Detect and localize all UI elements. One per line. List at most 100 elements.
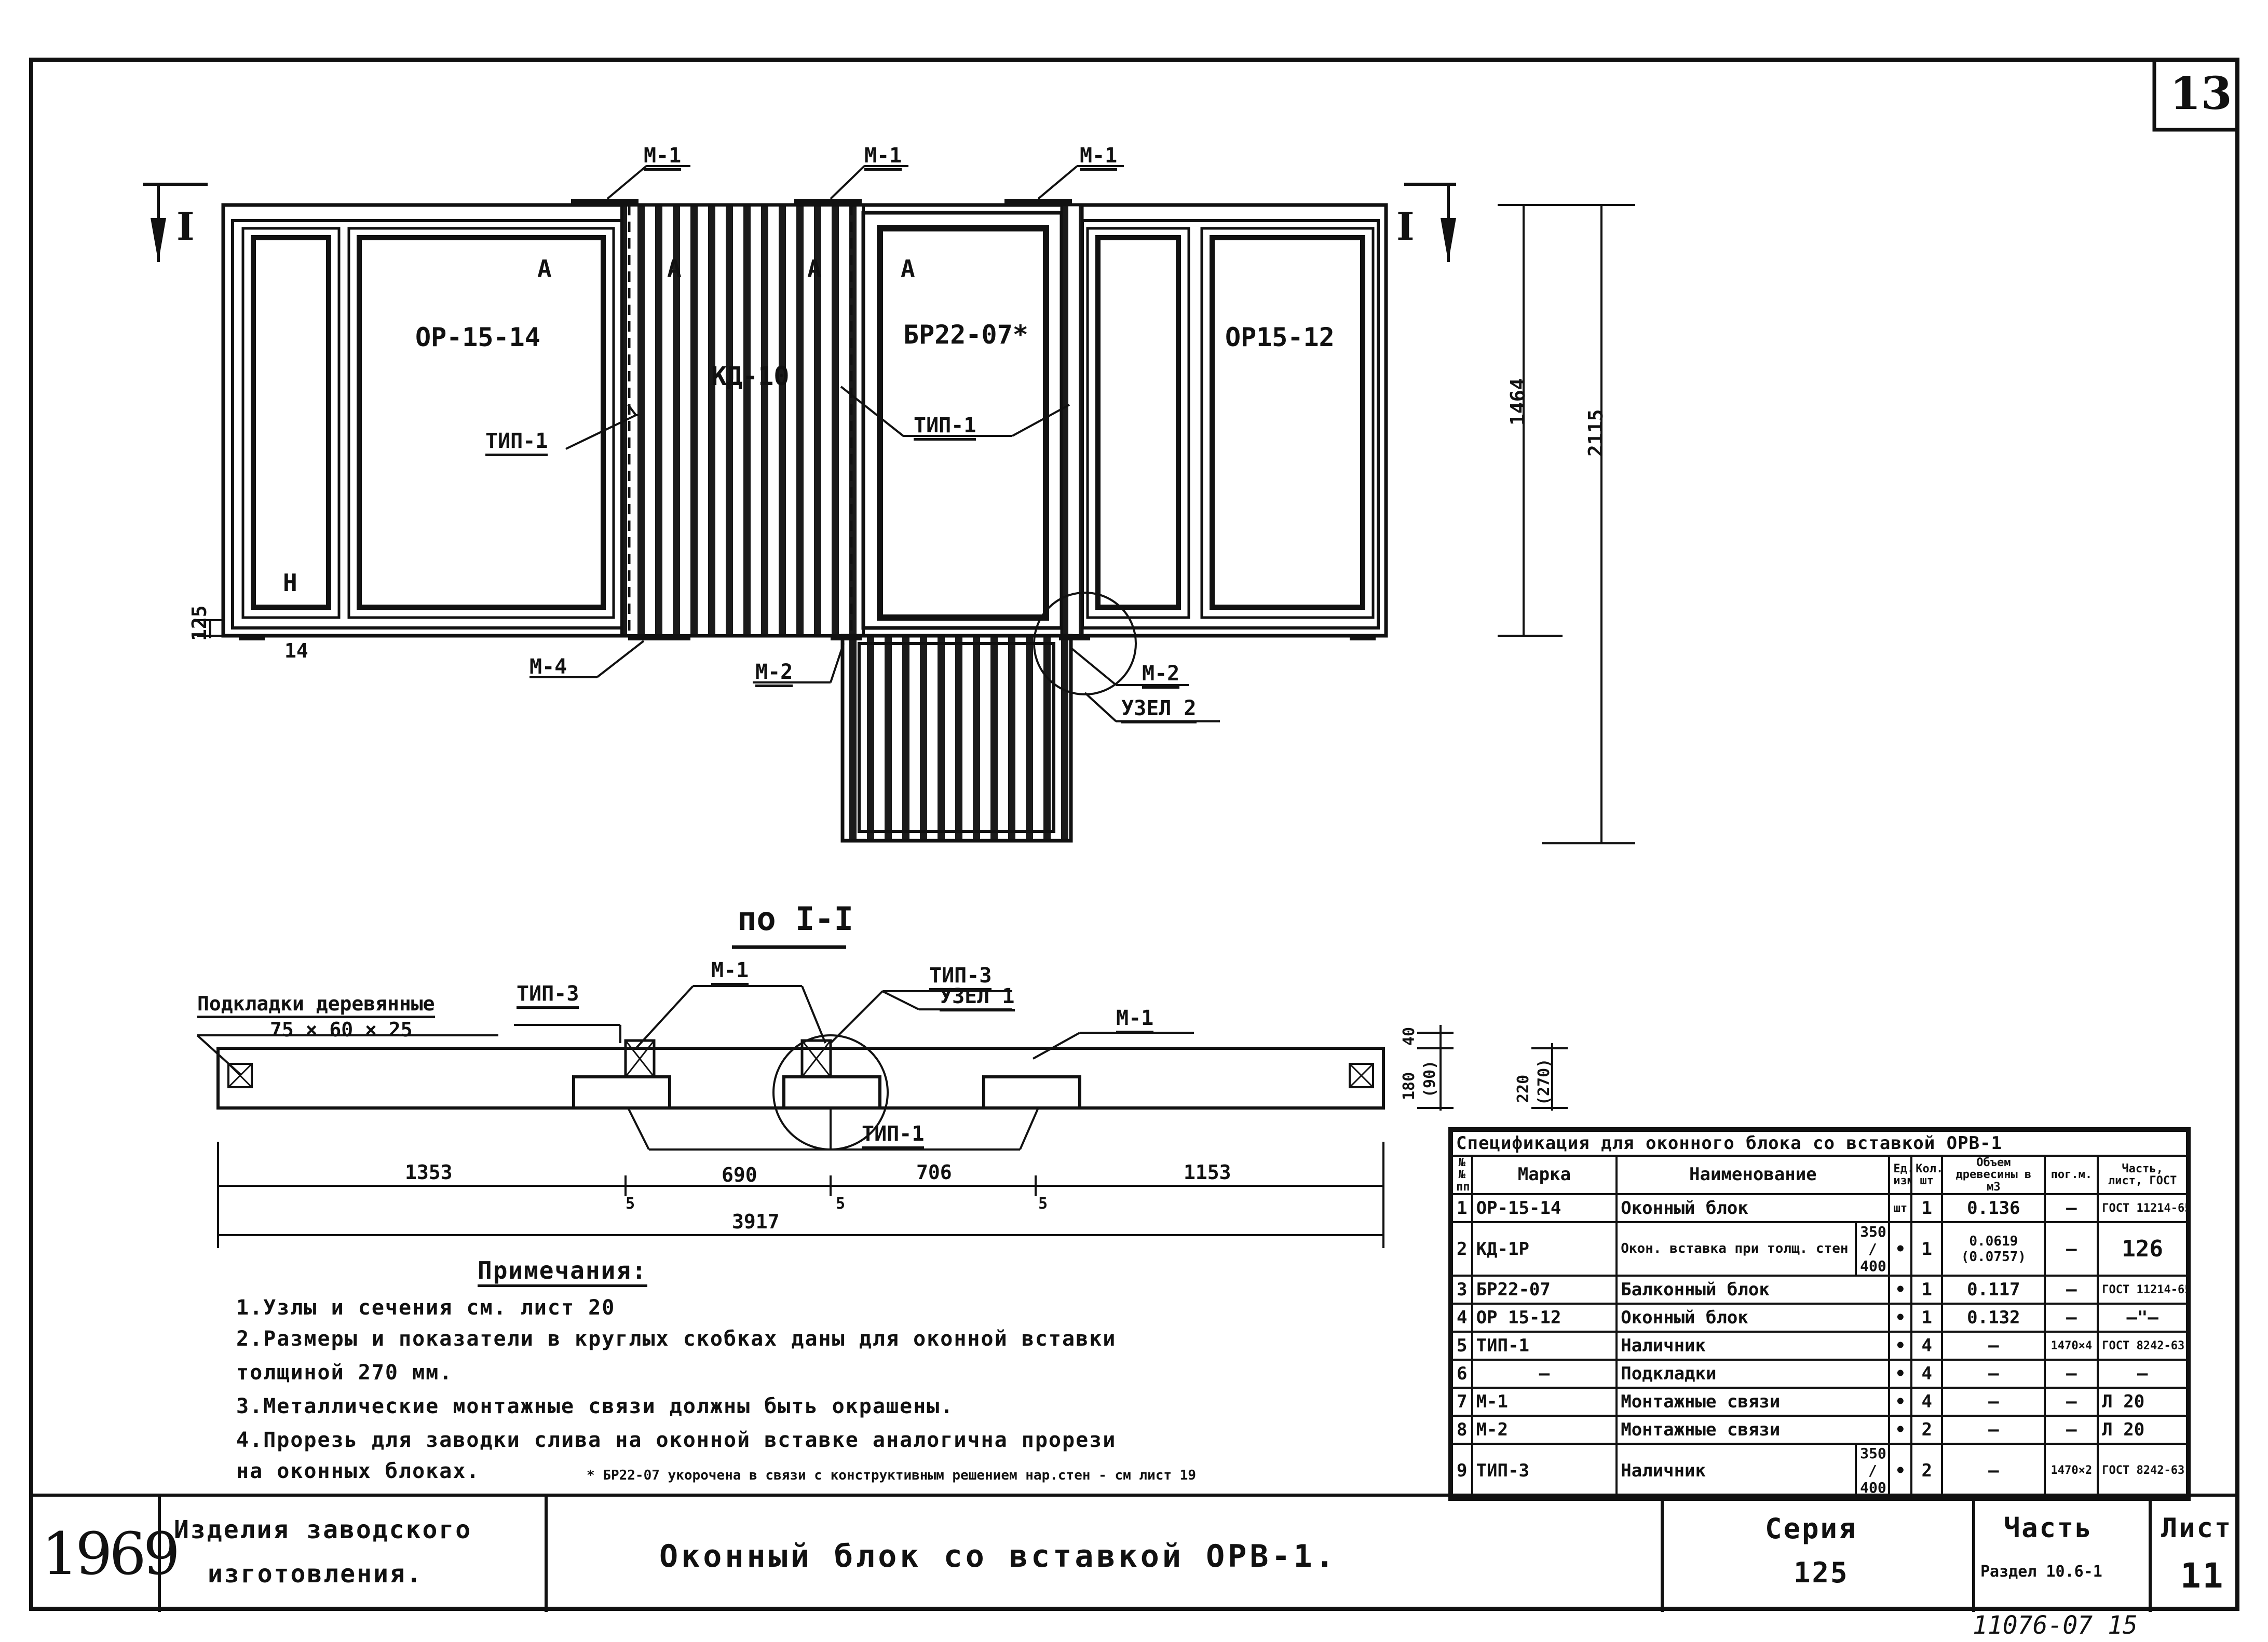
dim-90: (90) — [1421, 1060, 1439, 1098]
label-node-2: УЗЕЛ 2 — [1121, 698, 1197, 723]
year: 1969 — [42, 1521, 180, 1588]
dim-270: (270) — [1535, 1058, 1553, 1105]
spec-cell-name: Наличник — [1615, 1331, 1891, 1361]
sheet-label: Лист — [2161, 1513, 2233, 1544]
drawing-title: Оконный блок со вставкой ОРВ-1. — [659, 1538, 1337, 1575]
spec-cell-vol: — — [1941, 1415, 2046, 1445]
spec-row: 9 ТИП-3 Наличник 350 / 400 • 2 — 1470×2 … — [1451, 1443, 2188, 1498]
spec-cell-pm: — — [2044, 1221, 2099, 1277]
label-m4: М-4 — [529, 655, 567, 679]
dim-5b: 5 — [836, 1195, 846, 1213]
spec-cell-name: Окон. вставка при толщ. стен — [1615, 1221, 1857, 1277]
dim-5a: 5 — [626, 1195, 635, 1213]
spec-cell-qty: 4 — [1910, 1387, 1944, 1417]
sheet-corner-number: 13 — [2170, 67, 2232, 120]
label-m1-section: М-1 — [711, 960, 749, 986]
sheet-value: 11 — [2180, 1556, 2225, 1596]
spec-cell-n: 7 — [1451, 1387, 1473, 1417]
dim-3917: 3917 — [732, 1210, 780, 1233]
series-label: Серия — [1765, 1512, 1857, 1545]
dim-1464: 1464 — [1506, 378, 1529, 426]
spec-cell-ref: ГОСТ 8242-63 — [2097, 1443, 2188, 1498]
spec-cell-n: 3 — [1451, 1275, 1473, 1305]
spec-header-pm: пог.м. — [2044, 1155, 2099, 1195]
spec-cell-qty: 2 — [1910, 1443, 1944, 1498]
spec-cell-mark: М-1 — [1471, 1387, 1618, 1417]
spec-cell-pm: — — [2044, 1275, 2099, 1305]
spec-cell-n: 6 — [1451, 1359, 1473, 1389]
spec-cell-name: Подкладки — [1615, 1359, 1891, 1389]
label-m1-section-right: М-1 — [1116, 1008, 1154, 1033]
dim-220: 220 — [1514, 1074, 1532, 1103]
dim-40: 40 — [1400, 1027, 1418, 1046]
spec-header-name: Наименование — [1615, 1155, 1891, 1195]
archive-number: 11076-07 15 — [1973, 1611, 2138, 1640]
block-br22-07 — [861, 211, 1064, 630]
spec-cell-vol: 0.117 — [1941, 1275, 2046, 1305]
series-value: 125 — [1794, 1556, 1849, 1589]
label-m1-left: М-1 — [644, 145, 682, 171]
spec-cell-mark: ТИП-1 — [1471, 1331, 1618, 1361]
spec-cell-mark: — — [1471, 1359, 1618, 1389]
spec-cell-n: 2 — [1451, 1221, 1473, 1277]
label-m1-right: М-1 — [1080, 145, 1118, 171]
label-op15-12: ОР15-12 — [1225, 322, 1335, 352]
spec-cell-pm: 1470×4 — [2044, 1331, 2099, 1361]
spec-row: 5 ТИП-1 Наличник • 4 — 1470×4 ГОСТ 8242-… — [1451, 1331, 2188, 1361]
spec-cell-n: 5 — [1451, 1331, 1473, 1361]
label-m2-left: М-2 — [755, 662, 793, 687]
dim-14: 14 — [284, 639, 308, 662]
label-tip3-left: ТИП-3 — [517, 983, 579, 1009]
spec-cell-unit: • — [1888, 1275, 1913, 1305]
spec-cell-name: Оконный блок — [1615, 1303, 1891, 1333]
dim-1353: 1353 — [405, 1161, 453, 1184]
manufacture-line-1: Изделия заводского — [174, 1515, 472, 1544]
spec-row: 2 КД-1Р Окон. вставка при толщ. стен 350… — [1451, 1221, 2188, 1277]
spec-cell-vol: 0.132 — [1941, 1303, 2046, 1333]
title-block-series-cell: Серия 125 — [1664, 1497, 1975, 1612]
note-line-2: 2.Размеры и показатели в круглых скобках… — [236, 1327, 1117, 1351]
spec-cell-ref: — — [2097, 1359, 2188, 1389]
spec-cell-pm: — — [2044, 1387, 2099, 1417]
spec-cell-mark: М-2 — [1471, 1415, 1618, 1445]
spec-row: 8 М-2 Монтажные связи • 2 — — Л 20 — [1451, 1415, 2188, 1445]
spec-row: 6 — Подкладки • 4 — — — — [1451, 1359, 2188, 1389]
node-2-circle — [1033, 592, 1137, 695]
spec-row: 4 ОР 15-12 Оконный блок • 1 0.132 — —"— — [1451, 1303, 2188, 1333]
manufacture-line-2: изготовления. — [208, 1559, 423, 1589]
spec-header-mark: Марка — [1471, 1155, 1618, 1195]
spec-cell-vol: 0.0619 (0.0757) — [1941, 1221, 2046, 1277]
label-node-1: УЗЕЛ 1 — [940, 986, 1015, 1011]
note-line-5: 4.Прорезь для заводки слива на оконной в… — [236, 1428, 1117, 1452]
title-block: 1969 Изделия заводского изготовления. Ок… — [31, 1494, 2237, 1612]
spec-cell-vol: — — [1941, 1443, 2046, 1498]
section-view — [196, 945, 1568, 1248]
note-line-1: 1.Узлы и сечения см. лист 20 — [236, 1296, 616, 1320]
spec-cell-ref: —"— — [2097, 1303, 2188, 1333]
spec-header-num: №№ пп — [1451, 1155, 1473, 1195]
spec-cell-unit: • — [1888, 1331, 1913, 1361]
spec-cell-unit: • — [1888, 1303, 1913, 1333]
spec-cell-unit: • — [1888, 1387, 1913, 1417]
spec-row: 7 М-1 Монтажные связи • 4 — — Л 20 — [1451, 1387, 2188, 1417]
spec-cell-ref: ГОСТ 11214-65 — [2097, 1193, 2188, 1223]
dim-2115: 2115 — [1584, 409, 1607, 457]
spec-cell-mark: ОР 15-12 — [1471, 1303, 1618, 1333]
spec-cell-vol: 0.136 — [1941, 1193, 2046, 1223]
section-title: по I-I — [737, 900, 853, 938]
spec-cell-name: Монтажные связи — [1615, 1415, 1891, 1445]
spec-cell-sub: 350 / 400 — [1855, 1221, 1891, 1277]
spec-cell-qty: 4 — [1910, 1359, 1944, 1389]
spec-cell-mark: БР22-07 — [1471, 1275, 1618, 1305]
label-tip1-right: ТИП-1 — [914, 415, 976, 441]
spec-cell-mark: КД-1Р — [1471, 1221, 1618, 1277]
spec-header-ref: Часть, лист, ГОСТ — [2097, 1155, 2188, 1195]
spec-cell-qty: 2 — [1910, 1415, 1944, 1445]
spec-cell-qty: 1 — [1910, 1221, 1944, 1277]
spec-caption: Спецификация для оконного блока со встав… — [1451, 1130, 2188, 1157]
spec-cell-unit: • — [1888, 1443, 1913, 1498]
spec-cell-qty: 1 — [1910, 1275, 1944, 1305]
spec-cell-vol: — — [1941, 1359, 2046, 1389]
spec-cell-n: 9 — [1451, 1443, 1473, 1498]
